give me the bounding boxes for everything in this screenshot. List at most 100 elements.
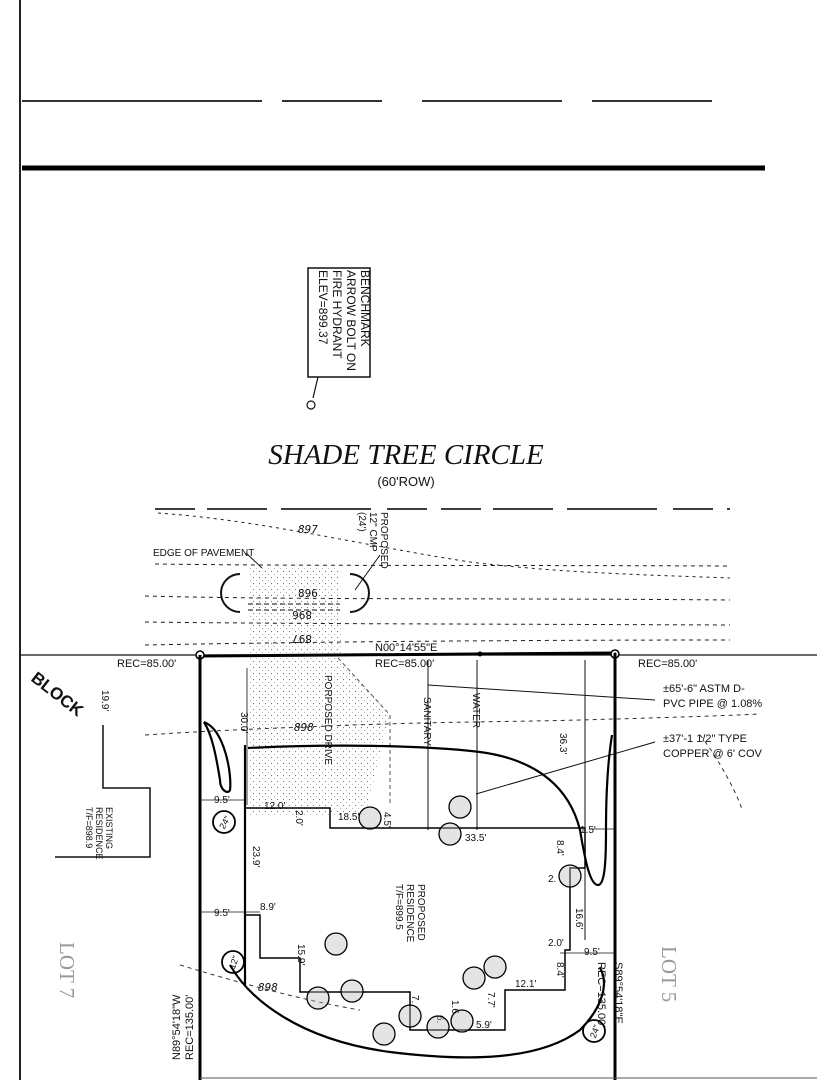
- dimension-label: 23.9': [250, 846, 261, 867]
- tree-icon: [372, 1022, 396, 1046]
- tree-icon: [398, 1004, 422, 1028]
- pipe-drainage-line-1: ±65'-6" ASTM D-: [663, 683, 745, 695]
- svg-text:24": 24": [588, 1023, 602, 1039]
- road-lines: [144, 508, 731, 646]
- dimension-label: 4.5': [381, 812, 392, 828]
- record-north-right: REC=85.00': [638, 658, 697, 670]
- dimension-lines: [200, 668, 615, 954]
- property-line-north: [20, 649, 817, 660]
- svg-text:RESIDENCE: RESIDENCE: [404, 884, 415, 943]
- dimension-label: 2.0': [548, 938, 564, 949]
- grading-swale: [203, 720, 614, 1059]
- lot-7-label: LOT 7: [55, 942, 79, 998]
- bearing-west: N89°54'18"W: [171, 994, 183, 1060]
- dimension-label: 36.3': [557, 733, 568, 754]
- tree-icon: [426, 1015, 450, 1039]
- tree-icon: [483, 955, 507, 979]
- proposed-cmp-label: PROPOSED 12" CMP (24'): [356, 512, 389, 569]
- dimension-label: 2.0': [293, 810, 304, 826]
- dimension-label: 9.5': [584, 947, 600, 958]
- dimension-label: 30.0': [238, 712, 249, 733]
- svg-text:T/F=898.9: T/F=898.9: [84, 807, 94, 848]
- tree-icon: [358, 806, 382, 830]
- svg-text:RESIDENCE: RESIDENCE: [94, 807, 104, 860]
- dimension-label: 9.5': [214, 908, 230, 919]
- fire-hydrant-icon: [306, 400, 316, 410]
- benchmark-line-2: ARROW BOLT ON: [344, 270, 358, 371]
- street-name: SHADE TREE CIRCLE: [268, 439, 544, 471]
- tree-icon: [324, 932, 348, 956]
- dimension-label: 6.: [434, 1015, 445, 1023]
- svg-text:PROPOSED: PROPOSED: [415, 884, 426, 941]
- contour-label: 897: [292, 632, 312, 645]
- block-label: BLOCK: [28, 668, 88, 721]
- benchmark-line-1: BENCHMARK: [358, 270, 372, 347]
- contour-label: 896: [292, 608, 312, 621]
- edge-of-pavement-label: EDGE OF PAVEMENT: [153, 548, 254, 559]
- tree-icon: [462, 966, 486, 990]
- pipe-drainage-line-2: PVC PIPE @ 1.08%: [663, 698, 762, 710]
- edge-of-pavement-callout: EDGE OF PAVEMENT: [153, 548, 263, 569]
- lot-5-label: LOT 5: [657, 946, 681, 1002]
- bearing-east: S89°54'18"E: [612, 962, 624, 1024]
- dimension-label: 8.4': [554, 840, 565, 856]
- pipe-water-line-2: COPPER @ 6' COV: [663, 748, 763, 760]
- benchmark-line-4: ELEV=899.37: [316, 270, 330, 345]
- proposed-residence: PROPOSED RESIDENCE T/F=899.5: [245, 807, 586, 1031]
- dimension-label: 1.5': [580, 825, 596, 836]
- water-tap-icon: [477, 651, 483, 657]
- dimension-label: 2.: [548, 874, 556, 885]
- record-north-center: REC=85.00': [375, 658, 434, 670]
- dimension-label: 16.6': [573, 908, 584, 929]
- water-label: WATER: [470, 693, 481, 728]
- dimension-label: 8.4': [554, 962, 565, 978]
- svg-text:EXISTING: EXISTING: [104, 807, 114, 849]
- tree-icon: [340, 979, 364, 1003]
- svg-text:T/F=899.5: T/F=899.5: [393, 884, 404, 930]
- svg-text:24": 24": [217, 814, 232, 830]
- dimension-label: 8.9': [260, 902, 276, 913]
- record-north-left: REC=85.00': [117, 658, 176, 670]
- proposed-drive-label: PORPOSED DRIVE: [322, 675, 333, 765]
- cmp-leader: [354, 554, 381, 591]
- contour-label: 896: [298, 587, 318, 600]
- tree-cluster: [306, 795, 582, 1046]
- dimension-label: 1.6: [449, 1000, 460, 1014]
- dimension-label: 9.5': [214, 795, 230, 806]
- dimension-label: 12.0': [264, 801, 285, 812]
- tree-icon: [450, 1009, 474, 1033]
- dimension-label: 18.5': [338, 812, 359, 823]
- tree-icon: [438, 822, 462, 846]
- dimension-label: 5.9': [476, 1020, 492, 1031]
- dimension-label: 19.9': [99, 690, 110, 711]
- sanitary-label: SANITARY: [421, 697, 432, 746]
- tree-icon: [306, 986, 330, 1010]
- dimension-label: 15.9': [295, 944, 306, 965]
- dimension-label: 12.1': [515, 979, 536, 990]
- existing-residence: EXISTING RESIDENCE T/F=898.9: [55, 725, 151, 860]
- pipe-water-line-1: ±37'-1 1/2" TYPE: [663, 733, 747, 745]
- contour-label: 898: [294, 721, 314, 734]
- street-row: (60'ROW): [377, 474, 434, 489]
- tree-12-inch: 12": [221, 950, 245, 974]
- bearing-north: N00°14'55"E: [375, 642, 437, 654]
- title-lines: [22, 100, 765, 171]
- utility-lines: [427, 660, 656, 940]
- tree-24-inch: 24": [582, 1019, 606, 1043]
- svg-text:PROPOSED: PROPOSED: [378, 512, 389, 569]
- tree-icon: [448, 795, 472, 819]
- svg-text:12" CMP: 12" CMP: [367, 512, 378, 552]
- benchmark-line-3: FIRE HYDRANT: [330, 270, 344, 359]
- tree-24-inch: 24": [212, 810, 236, 834]
- dimension-label: 33.5': [465, 833, 486, 844]
- record-west: REC=135.00': [184, 995, 196, 1060]
- dimension-label: 7.7': [485, 992, 496, 1008]
- tree-icon: [558, 864, 582, 888]
- svg-text:12": 12": [227, 954, 241, 970]
- dimension-label: 7.: [409, 995, 420, 1003]
- benchmark-callout: BENCHMARK ARROW BOLT ON FIRE HYDRANT ELE…: [306, 267, 372, 410]
- driveway: [220, 568, 391, 815]
- contour-label: 897: [298, 523, 318, 536]
- svg-text:(24'): (24'): [356, 512, 367, 532]
